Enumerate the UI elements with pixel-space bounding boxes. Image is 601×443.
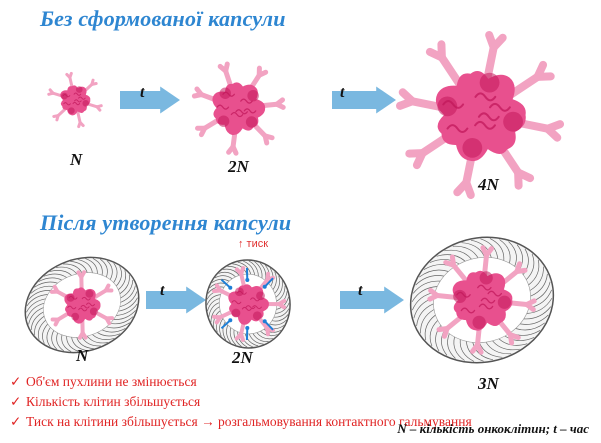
arrow-bottom-2 xyxy=(340,287,404,314)
pressure-arrow-head xyxy=(263,285,267,289)
legend-note: N – кількість онкоклітин; t – час xyxy=(397,421,589,437)
branch-segment xyxy=(430,296,437,300)
branch-segment xyxy=(265,136,272,138)
arrow-bottom-1 xyxy=(146,287,206,314)
branch-segment xyxy=(56,320,59,325)
cell-patch xyxy=(220,88,231,99)
branch-segment xyxy=(430,52,442,58)
arrow-label-top-2: t xyxy=(340,84,344,102)
cell-patch xyxy=(480,271,493,284)
branch-segment xyxy=(442,57,460,85)
stage-label-top-2: 2N xyxy=(228,157,249,177)
branch-segment xyxy=(233,147,236,154)
stage-label-top-3: 4N xyxy=(478,175,499,195)
branch-segment xyxy=(57,116,58,120)
branch-segment xyxy=(517,264,520,272)
arrow-top-1 xyxy=(120,87,180,114)
branch-segment xyxy=(78,272,81,277)
branch-segment xyxy=(92,80,93,84)
branch-segment xyxy=(214,290,220,291)
branch-segment xyxy=(400,101,412,106)
branch-segment xyxy=(518,173,530,179)
stage-label-bottom-1: N xyxy=(76,346,88,366)
cell-patch xyxy=(218,115,229,126)
cell-patch xyxy=(473,316,486,329)
pressure-arrow-head xyxy=(245,326,249,330)
arrow-label-top-1: t xyxy=(140,84,144,102)
branch-segment xyxy=(78,112,80,123)
branch-segment xyxy=(510,335,518,338)
cell-patch xyxy=(503,112,523,132)
branch-segment xyxy=(267,274,268,280)
branch-segment xyxy=(83,333,86,338)
cell-branch xyxy=(78,112,84,127)
checkmark-icon: ✓ xyxy=(10,412,26,432)
cell-patch xyxy=(462,138,482,158)
branch-segment xyxy=(220,66,225,71)
branch-segment xyxy=(97,106,101,107)
pressure-arrow-head xyxy=(245,278,249,282)
stage-label-bottom-2: 2N xyxy=(232,348,253,368)
checkmark-icon: ✓ xyxy=(10,392,26,412)
cell-patch xyxy=(232,309,241,318)
pressure-arrow-head xyxy=(228,318,232,322)
cell-branch xyxy=(54,108,66,120)
branch-segment xyxy=(201,128,204,134)
branch-segment xyxy=(446,262,454,265)
cell-patch xyxy=(90,308,98,316)
cell-patch xyxy=(246,116,257,127)
arrow-label-bottom-1: t xyxy=(160,282,164,300)
branch-segment xyxy=(241,334,243,340)
branch-segment xyxy=(466,183,471,195)
cell-patch xyxy=(247,90,258,101)
branch-segment xyxy=(49,93,53,94)
cell-branch xyxy=(430,44,460,85)
branch-segment xyxy=(279,301,284,304)
cell-patch xyxy=(498,296,511,309)
branch-segment xyxy=(444,328,447,336)
pressure-label: ↑ тиск xyxy=(238,238,268,250)
cell-branch xyxy=(510,65,551,95)
cell-branch xyxy=(67,73,73,88)
cell-patch xyxy=(86,290,94,298)
branch-segment xyxy=(538,65,544,77)
pressure-arrow-head xyxy=(263,319,267,323)
cell-patch xyxy=(256,291,265,300)
branch-segment xyxy=(548,124,560,129)
branch-segment xyxy=(478,345,482,352)
branch-segment xyxy=(217,317,220,322)
pressure-arrow-head xyxy=(228,286,232,290)
branch-segment xyxy=(417,153,423,165)
arrow-label-bottom-2: t xyxy=(358,282,362,300)
stage-label-bottom-3: 3N xyxy=(478,374,499,394)
conclusion-item: ✓Кількість клітин збільшується xyxy=(10,392,472,412)
branch-segment xyxy=(527,301,534,305)
cell-patch xyxy=(76,86,83,93)
branch-segment xyxy=(483,248,487,255)
conclusion-item: ✓Об'єм пухлини не змінюється xyxy=(10,372,472,392)
checkmark-icon: ✓ xyxy=(10,372,26,392)
branch-segment xyxy=(277,100,283,104)
cell-patch xyxy=(71,313,79,321)
branch-segment xyxy=(106,286,109,291)
stage-label-top-1: N xyxy=(70,150,82,170)
branch-segment xyxy=(194,95,201,96)
cell-patch xyxy=(68,107,75,114)
cell-patch xyxy=(480,73,500,93)
cell-patch xyxy=(253,311,262,320)
branch-segment xyxy=(489,35,494,47)
cell-patch xyxy=(82,100,89,107)
